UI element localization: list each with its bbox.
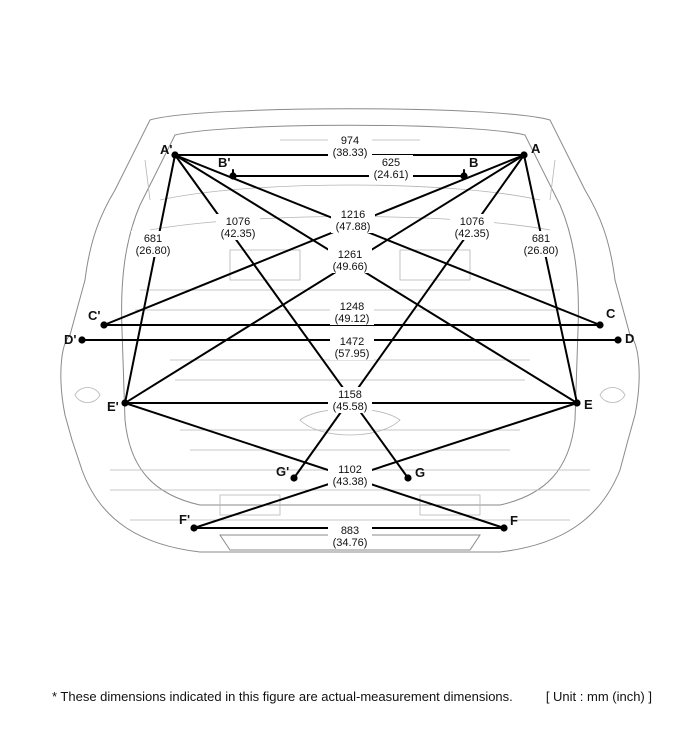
reference-point-marker — [190, 524, 198, 532]
body-dimension-diagram: A'AB'BC'CD'DE'EF'FG'G 974(38.33)625(24.6… — [60, 108, 640, 553]
measurement-line — [124, 402, 505, 529]
dimension-mm: 1076 — [460, 216, 484, 228]
measurement-line — [174, 154, 578, 404]
dimension-inch: (45.58) — [333, 401, 368, 413]
unit-label: [ Unit : mm (inch) ] — [545, 689, 652, 704]
reference-point-label: B — [469, 155, 478, 170]
reference-point-marker — [78, 336, 86, 344]
dimension-label: 1102(43.38) — [328, 462, 372, 488]
reference-point-label: D' — [64, 332, 76, 347]
dimension-label-background — [328, 133, 372, 159]
reference-point-label: G' — [276, 464, 289, 479]
dimension-mm: 681 — [532, 233, 550, 245]
measurement-line — [124, 154, 176, 404]
measurement-line — [124, 154, 525, 404]
reference-point-label: E' — [107, 399, 119, 414]
dimension-label: 1248(49.12) — [330, 299, 374, 325]
dimension-label-background — [450, 214, 494, 240]
reference-point-label: A — [531, 141, 541, 156]
dimension-label-background — [328, 387, 372, 413]
dimension-mm: 625 — [382, 157, 400, 169]
dimension-label: 1261(49.66) — [328, 247, 372, 273]
measurement-note: * These dimensions indicated in this fig… — [52, 689, 513, 704]
reference-point-marker — [100, 321, 108, 329]
dimension-label-background — [369, 155, 413, 181]
dimension-label-background — [216, 214, 260, 240]
dimension-label-background — [519, 231, 563, 257]
reference-point-label: C' — [88, 308, 100, 323]
dimension-label: 625(24.61) — [369, 155, 413, 181]
dimension-inch: (49.66) — [333, 261, 368, 273]
measurement-line — [193, 402, 578, 529]
reference-points: A' A B' B C' C D' D E' E F' F G' G — [64, 141, 634, 532]
dimension-inch: (26.80) — [524, 245, 559, 257]
dimension-inch: (49.12) — [335, 313, 370, 325]
dimension-mm: 1158 — [338, 389, 362, 401]
measurement-line — [293, 154, 525, 479]
dimension-labels: 974(38.33)625(24.61)1076(42.35)1076(42.3… — [131, 133, 563, 549]
dimension-inch: (42.35) — [455, 228, 490, 240]
dimension-label: 1076(42.35) — [216, 214, 260, 240]
dimension-inch: (43.38) — [333, 476, 368, 488]
dimension-inch: (26.80) — [136, 245, 171, 257]
reference-point-label: E — [584, 397, 593, 412]
dimension-label-background — [331, 207, 375, 233]
dimension-label: 1158(45.58) — [328, 387, 372, 413]
reference-point-marker — [596, 321, 604, 329]
reference-point-marker — [573, 399, 581, 407]
vehicle-body-outline — [60, 108, 640, 553]
dimension-mm: 1261 — [338, 249, 362, 261]
dimension-mm: 883 — [341, 525, 359, 537]
reference-point-marker — [290, 474, 298, 482]
reference-point-label: A' — [160, 142, 172, 157]
dimension-mm: 1248 — [340, 301, 364, 313]
dimension-label-background — [328, 247, 372, 273]
dimension-label: 1216(47.88) — [331, 207, 375, 233]
reference-point-label: B' — [218, 155, 230, 170]
dimension-inch: (42.35) — [221, 228, 256, 240]
dimension-mm: 1102 — [338, 464, 362, 476]
dimension-label-background — [328, 523, 372, 549]
dimension-label-background — [330, 299, 374, 325]
reference-point-marker — [404, 474, 412, 482]
reference-point-label: D — [625, 331, 634, 346]
reference-point-marker — [229, 172, 237, 180]
reference-point-marker — [460, 172, 468, 180]
reference-point-label: F — [510, 513, 518, 528]
dimension-mm: 1472 — [340, 336, 364, 348]
dimension-label: 883(34.76) — [328, 523, 372, 549]
dimension-mm: 1076 — [226, 216, 250, 228]
dimension-mm: 1216 — [341, 209, 365, 221]
dimension-mm: 974 — [341, 135, 359, 147]
dimension-label: 681(26.80) — [519, 231, 563, 257]
reference-point-marker — [520, 151, 528, 159]
dimension-label: 974(38.33) — [328, 133, 372, 159]
dimension-label-background — [330, 334, 374, 360]
reference-point-marker — [171, 151, 179, 159]
reference-point-marker — [500, 524, 508, 532]
dimension-inch: (24.61) — [374, 169, 409, 181]
reference-point-label: G — [415, 465, 425, 480]
reference-point-marker — [121, 399, 129, 407]
measurement-line — [523, 154, 578, 404]
dimension-label-background — [131, 231, 175, 257]
dimension-label: 1472(57.95) — [330, 334, 374, 360]
dimension-mm: 681 — [144, 233, 162, 245]
dimension-label-background — [328, 462, 372, 488]
measurement-line — [174, 154, 409, 479]
dimension-label: 1076(42.35) — [450, 214, 494, 240]
dimension-label: 681(26.80) — [131, 231, 175, 257]
dimension-inch: (57.95) — [335, 348, 370, 360]
dimension-inch: (47.88) — [336, 221, 371, 233]
reference-point-label: F' — [179, 512, 190, 527]
reference-point-marker — [614, 336, 622, 344]
dimension-inch: (34.76) — [333, 537, 368, 549]
reference-point-label: C — [606, 306, 616, 321]
dimension-inch: (38.33) — [333, 147, 368, 159]
